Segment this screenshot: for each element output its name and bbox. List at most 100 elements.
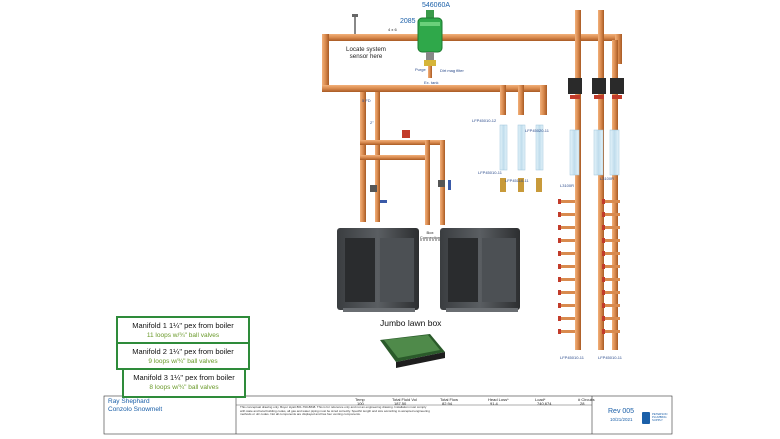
title-block-frame	[103, 395, 673, 435]
manifold-2-title: Manifold 2 1¼" pex from boiler	[132, 347, 234, 356]
loop-outlet	[604, 265, 620, 268]
loop-ball-valve	[602, 316, 605, 321]
manifold-vertical-pipes	[569, 10, 620, 350]
loop-ball-valve	[602, 212, 605, 217]
loop-ball-valve	[602, 264, 605, 269]
loop-ball-valve	[558, 303, 561, 308]
loop-outlet	[560, 200, 575, 203]
loop-outlet	[604, 239, 620, 242]
box-connection-label: Box Connection	[419, 230, 441, 240]
loop-ball-valve	[558, 264, 561, 269]
dirt-filter-label: Dirt mag filter	[440, 68, 464, 73]
loop-ball-valve	[558, 316, 561, 321]
revision: Rev 005	[608, 408, 635, 415]
company-logo-text: PETERSON PLUMBING SUPPLY	[652, 412, 668, 423]
title-block-value: 91.4	[490, 401, 498, 406]
right-tag: L3100R	[600, 176, 615, 181]
loop-outlet	[560, 291, 575, 294]
pex-tubes-middle	[499, 124, 544, 192]
title-block-header: # Circuits	[578, 397, 595, 402]
manifold-tag: LFP45010-11	[478, 170, 502, 175]
loop-outlet	[560, 317, 575, 320]
manifold-3-title: Manifold 3 1¼" pex from boiler	[133, 373, 235, 382]
branch-pipes	[360, 85, 524, 225]
loop-ball-valve	[558, 225, 561, 230]
manifold-tag: LFP45010-12	[472, 118, 497, 123]
loop-ball-valve	[558, 277, 561, 282]
loop-outlet	[560, 265, 575, 268]
loop-ball-valve	[602, 290, 605, 295]
loop-ball-valve	[602, 329, 605, 334]
manifold-1-sub: 11 loops w/¾" ball valves	[146, 332, 220, 339]
loop-outlet	[604, 213, 620, 216]
title-block-header: Head Loss*	[488, 397, 509, 402]
project-name: Conzolo Snowmelt	[108, 406, 163, 413]
loop-ball-valve	[558, 199, 561, 204]
loop-outlet	[604, 330, 620, 333]
loop-ball-valve	[558, 238, 561, 243]
loop-ball-valve	[602, 251, 605, 256]
loop-outlet	[560, 304, 575, 307]
right-tag: L3100R	[560, 183, 575, 188]
disclaimer: This conceptual drawing only. Buyer Hyat…	[240, 405, 430, 417]
loop-outlet	[604, 304, 620, 307]
loop-outlet	[560, 330, 575, 333]
loop-outlet	[560, 239, 575, 242]
manifold-tag: LFP45110-11	[505, 178, 529, 183]
separator-size-label: 2085	[400, 18, 416, 25]
title-block-header: Total Flow	[440, 397, 459, 402]
rev-date: 10/21/2021	[610, 417, 633, 422]
title-block-value: 187.50	[394, 401, 407, 406]
loop-ball-valve	[602, 225, 605, 230]
purge-label: Purge	[415, 67, 426, 72]
ex-tank-label: Ex. tank	[424, 80, 439, 85]
pipe-size-label-2: 2"	[370, 120, 374, 125]
company-logo-icon	[642, 412, 650, 424]
loop-ball-valve	[558, 251, 561, 256]
manifold-2-box: Manifold 2 1¼" pex from boiler 9 loops w…	[116, 342, 250, 370]
manifold-3-sub: 8 loops w/¾" ball valves	[149, 384, 219, 391]
manifold-2-sub: 9 loops w/¾" ball valves	[148, 358, 218, 365]
pipe-size-label: 5 FD	[362, 98, 371, 103]
client-name: Ray Shephard	[108, 398, 150, 405]
title-block-header: Total Fluid Vol	[392, 397, 417, 402]
loop-outlets	[558, 199, 620, 334]
loop-outlet	[604, 252, 620, 255]
lawn-box-label: Jumbo lawn box	[380, 318, 442, 328]
air-sep-note: 4 x 6	[388, 27, 397, 32]
loop-outlet	[560, 213, 575, 216]
loop-ball-valve	[558, 290, 561, 295]
title-block-value: 82.94	[442, 401, 453, 406]
title-block-value: 100	[357, 401, 364, 406]
manifold-1-title: Manifold 1 1¼" pex from boiler	[132, 321, 234, 330]
title-block-value: 740,674	[537, 401, 552, 406]
manifold-tag: LFP45020-11	[525, 128, 549, 133]
loop-outlet	[560, 252, 575, 255]
sensor-note: Locate system sensor here	[346, 46, 386, 60]
loop-outlet	[604, 226, 620, 229]
loop-outlet	[560, 278, 575, 281]
loop-ball-valve	[602, 303, 605, 308]
jumbo-lawn-box	[380, 334, 445, 368]
air-dirt-separator	[417, 10, 443, 78]
loop-ball-valve	[602, 199, 605, 204]
right-bottom-tag: LFP45010-11	[598, 355, 622, 360]
title-block-value: 28	[580, 401, 585, 406]
loop-outlet	[560, 226, 575, 229]
right-bottom-tag: LFP45010-11	[560, 355, 584, 360]
boiler-left	[337, 228, 419, 312]
loop-outlet	[604, 291, 620, 294]
loop-ball-valve	[558, 329, 561, 334]
loop-ball-valve	[602, 277, 605, 282]
title-block-header: Load*	[535, 397, 546, 402]
loop-outlet	[604, 200, 620, 203]
separator-model-label: 546060A	[422, 2, 451, 9]
loop-outlet	[604, 317, 620, 320]
boiler-right	[440, 228, 520, 312]
loop-ball-valve	[602, 238, 605, 243]
manifold-3-box: Manifold 3 1¼" pex from boiler 8 loops w…	[122, 368, 246, 398]
system-sensor	[352, 14, 358, 34]
circulator-pumps	[568, 78, 624, 99]
loop-ball-valve	[558, 212, 561, 217]
